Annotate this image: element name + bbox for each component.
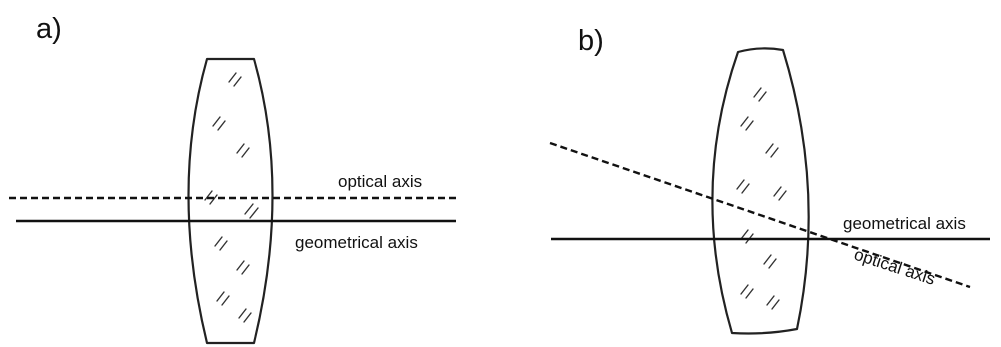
panel-a-label: a) — [36, 13, 62, 45]
geometrical-axis-b-label: geometrical axis — [843, 214, 966, 233]
geometrical-axis-a-label: geometrical axis — [295, 233, 418, 252]
optical-axis-b-label: optical axis — [852, 245, 938, 289]
optical-axis-b — [549, 141, 971, 289]
panel-b: b) geometrical axis optical axis — [549, 25, 990, 335]
panel-b-label: b) — [578, 25, 604, 57]
lens-b — [711, 47, 810, 335]
lens-b-hatching — [736, 87, 787, 310]
lens-a — [187, 57, 274, 345]
panel-a: a) optical axis geometrical axis — [9, 13, 456, 345]
optical-axis-a-label: optical axis — [338, 172, 422, 191]
lens-a-hatching — [204, 72, 259, 323]
